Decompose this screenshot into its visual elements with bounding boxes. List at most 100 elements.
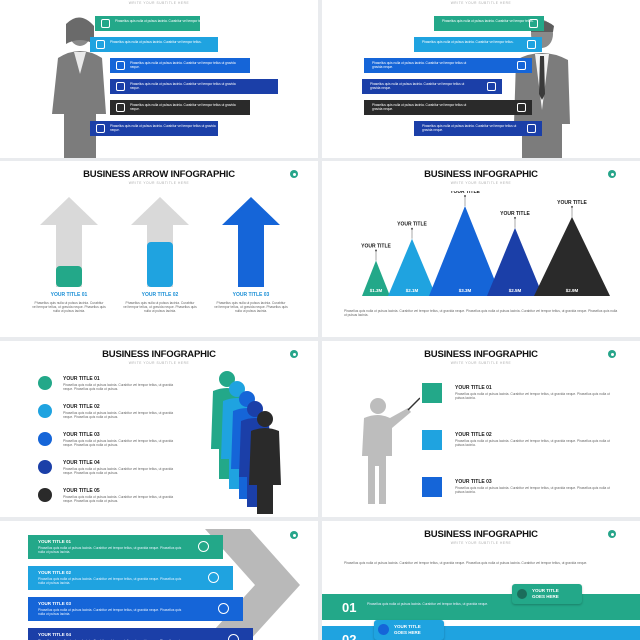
strip-text: Phasellus quis nulla ut pulsus lacinia. … [130, 61, 236, 69]
strip-6[interactable]: Phasellus quis nulla ut pulsus lacinia. … [414, 121, 542, 136]
arrow-title: YOUR TITLE 01 [50, 292, 88, 298]
arrow-body [40, 197, 98, 287]
slide-4-peaks-infographic[interactable]: BUSINESS INFOGRAPHIC WRITE YOUR SUBTITLE… [322, 161, 640, 337]
strip-6[interactable]: Phasellus quis nulla ut pulsus lacinia. … [90, 121, 218, 136]
slide-2[interactable]: WRITE YOUR SUBTITLE HERE Phasellus quis … [322, 0, 640, 158]
arrow-item[interactable]: YOUR TITLE 01 Phasellus quis nulla ut pul… [32, 197, 106, 337]
strip-text: Phasellus quis nulla ut pulsus lacinia. … [115, 19, 207, 23]
slide-subtitle: WRITE YOUR SUBTITLE HERE [128, 361, 190, 365]
logo-dot-icon [290, 170, 298, 178]
slide-subtitle: WRITE YOUR SUBTITLE HERE [128, 1, 190, 5]
slide-6-presenter-infographic[interactable]: BUSINESS INFOGRAPHIC WRITE YOUR SUBTITLE… [322, 341, 640, 517]
circle-icon [38, 432, 52, 446]
strip-icon [527, 124, 536, 133]
item-title: YOUR TITLE 02 [63, 404, 100, 410]
strip-1[interactable]: Phasellus quis nulla ut pulsus lacinia. … [95, 16, 207, 31]
peak-label: YOUR TITLE [361, 244, 391, 250]
strip-icon [517, 61, 526, 70]
up-arrow-icon [222, 197, 280, 287]
tab-02-icon [378, 624, 389, 635]
slide-3-arrow-infographic[interactable]: BUSINESS ARROW INFOGRAPHIC WRITE YOUR SU… [0, 161, 318, 337]
peak-value: $2.9M [566, 288, 579, 293]
strip-icon [101, 19, 110, 28]
circle-icon [38, 404, 52, 418]
band-01-text: Phasellus quis nulla ut pulsus lacinia. … [367, 602, 489, 606]
strip-text: Phasellus quis nulla ut pulsus lacinia. … [372, 103, 467, 111]
number-02: 02 [342, 632, 357, 640]
strip-text: Phasellus quis nulla ut pulsus lacinia. … [442, 19, 534, 23]
strip-1[interactable]: Phasellus quis nulla ut pulsus lacinia. … [434, 16, 544, 31]
strip-icon [517, 103, 526, 112]
arrow-desc: Phasellus quis nulla ut pulsus lacinia. … [214, 301, 288, 314]
chevron-arrow-icon [205, 529, 300, 640]
peak: YOUR TITLE$3.3M [429, 191, 501, 296]
strip-5[interactable]: Phasellus quis nulla ut pulsus lacinia. … [364, 100, 532, 115]
item-desc: Phasellus quis nulla ut pulsus lacinia. … [63, 439, 174, 448]
banner-title: YOUR TITLE 02 [38, 570, 72, 575]
tab-02[interactable]: YOUR TITLE GOES HERE [374, 620, 444, 640]
band-01 [322, 594, 640, 620]
peak-triangle [362, 260, 390, 296]
peak: YOUR TITLE $2.1M [388, 222, 436, 296]
arrow-fill [56, 266, 82, 287]
item-desc: Phasellus quis nulla ut pulsus lacinia. … [63, 383, 174, 392]
item-title: YOUR TITLE 04 [63, 460, 100, 466]
presenter-silhouette [362, 397, 420, 504]
banner-icon [218, 603, 229, 614]
peak-value: $2.1M [406, 288, 419, 293]
strip-2[interactable]: Phasellus quis nulla ut pulsus lacinia. … [414, 37, 542, 52]
peak-triangle [534, 216, 610, 296]
slide-8-numbered-infographic[interactable]: BUSINESS INFOGRAPHIC WRITE YOUR SUBTITLE… [322, 521, 640, 640]
circle-icon [38, 488, 52, 502]
peak-label: YOUR TITLE [397, 222, 427, 228]
slide-title: BUSINESS ARROW INFOGRAPHIC [83, 169, 235, 180]
strip-text: Phasellus quis nulla ut pulsus lacinia. … [422, 40, 514, 44]
item-title: YOUR TITLE 02 [455, 432, 492, 438]
strip-3[interactable]: Phasellus quis nulla ut pulsus lacinia. … [110, 58, 250, 73]
strip-text: Phasellus quis nulla ut pulsus lacinia. … [110, 124, 216, 132]
arrow-desc: Phasellus quis nulla ut pulsus lacinia. … [32, 301, 106, 314]
item-desc: Phasellus quis nulla ut pulsus lacinia. … [63, 495, 174, 504]
slide-title: BUSINESS INFOGRAPHIC [424, 169, 538, 180]
strip-4[interactable]: Phasellus quis nulla ut pulsus lacinia. … [110, 79, 278, 94]
slide-subtitle: WRITE YOUR SUBTITLE HERE [450, 181, 512, 185]
slide-title: BUSINESS INFOGRAPHIC [424, 529, 538, 540]
slide-5-list-infographic[interactable]: BUSINESS INFOGRAPHIC WRITE YOUR SUBTITLE… [0, 341, 318, 517]
strip-text: Phasellus quis nulla ut pulsus lacinia. … [130, 82, 236, 90]
strip-5[interactable]: Phasellus quis nulla ut pulsus lacinia. … [110, 100, 250, 115]
arrow-desc: Phasellus quis nulla ut pulsus lacinia. … [123, 301, 197, 314]
peak-label: YOUR TITLE [500, 211, 530, 217]
strip-icon [529, 19, 538, 28]
banner-item[interactable]: YOUR TITLE 02 Phasellus quis nulla ut pul… [28, 566, 233, 590]
strip-2[interactable]: Phasellus quis nulla ut pulsus lacinia. … [90, 37, 218, 52]
slide-1[interactable]: WRITE YOUR SUBTITLE HERE Phasellus quis … [0, 0, 318, 158]
strip-4[interactable]: Phasellus quis nulla ut pulsus lacinia. … [362, 79, 502, 94]
slide-7-banner-list[interactable]: YOUR TITLE 01 Phasellus quis nulla ut pul… [0, 521, 318, 640]
peak-label: YOUR TITLE [450, 191, 480, 195]
description-text: Phasellus quis nulla ut pulsus lacinia. … [344, 561, 588, 565]
item-desc: Phasellus quis nulla ut pulsus lacinia. … [63, 467, 174, 476]
tab-01[interactable]: YOUR TITLE GOES HERE [512, 584, 582, 604]
peak-triangle [487, 227, 543, 296]
strip-3[interactable]: Phasellus quis nulla ut pulsus lacinia. … [364, 58, 532, 73]
circle-icon [38, 376, 52, 390]
item-title: YOUR TITLE 03 [63, 432, 100, 438]
businesswoman-silhouette [52, 17, 106, 158]
banner-desc: Phasellus quis nulla ut pulsus lacinia. … [38, 577, 182, 586]
strip-icon [116, 82, 125, 91]
banner-title: YOUR TITLE 01 [38, 539, 72, 544]
